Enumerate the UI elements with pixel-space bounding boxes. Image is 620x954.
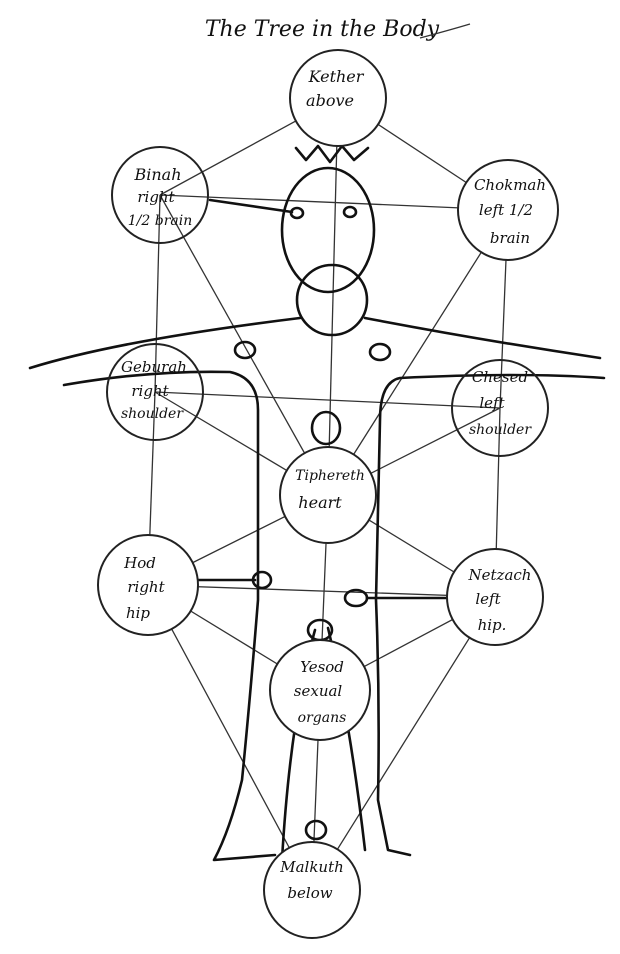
sephira-geburah: Geburah right shoulder bbox=[106, 343, 204, 441]
svg-text:1/2 brain: 1/2 brain bbox=[128, 213, 192, 229]
crown-icon bbox=[294, 144, 370, 164]
human-figure bbox=[28, 144, 606, 862]
svg-text:left 1/2: left 1/2 bbox=[479, 201, 533, 219]
right-arm-upper bbox=[28, 316, 302, 370]
right-side-body bbox=[62, 370, 277, 862]
svg-text:below: below bbox=[287, 884, 332, 902]
svg-text:heart: heart bbox=[298, 493, 342, 512]
title-flourish bbox=[419, 23, 471, 39]
svg-text:right: right bbox=[127, 578, 165, 596]
svg-text:above: above bbox=[306, 91, 354, 110]
svg-text:Netzach: Netzach bbox=[468, 566, 532, 584]
left-eye bbox=[342, 205, 358, 219]
svg-text:Yesod: Yesod bbox=[300, 658, 344, 676]
diagram-title: The Tree in the Body bbox=[205, 17, 440, 42]
sephira-hod: Hod right hip bbox=[97, 534, 199, 636]
sephira-chokmah: Chokmah left 1/2 brain bbox=[457, 159, 559, 261]
sephira-chesed: Chesed left shoulder bbox=[451, 359, 549, 457]
svg-text:shoulder: shoulder bbox=[121, 406, 184, 422]
head bbox=[280, 166, 376, 294]
svg-text:brain: brain bbox=[490, 229, 530, 247]
svg-text:right: right bbox=[137, 188, 175, 206]
sephira-netzach: Netzach left hip. bbox=[446, 548, 544, 646]
sephira-yesod: Yesod sexual organs bbox=[269, 639, 371, 741]
svg-text:left: left bbox=[479, 394, 505, 412]
throat bbox=[295, 263, 369, 337]
heart-mark bbox=[310, 410, 342, 446]
left-arm-upper bbox=[363, 316, 602, 360]
svg-text:sexual: sexual bbox=[294, 682, 343, 700]
svg-text:Malkuth: Malkuth bbox=[279, 858, 344, 876]
sephira-tiphereth: Tiphereth heart bbox=[279, 446, 377, 544]
svg-text:Hod: Hod bbox=[123, 554, 156, 572]
sephira-kether: Kether above bbox=[289, 49, 387, 147]
svg-text:Chokmah: Chokmah bbox=[474, 176, 546, 194]
svg-text:hip: hip bbox=[126, 604, 150, 622]
svg-text:Tiphereth: Tiphereth bbox=[295, 468, 365, 484]
svg-text:left: left bbox=[475, 590, 501, 608]
svg-text:Geburah: Geburah bbox=[121, 358, 187, 376]
sephira-malkuth: Malkuth below bbox=[263, 841, 361, 939]
svg-text:Binah: Binah bbox=[133, 165, 181, 184]
svg-text:hip.: hip. bbox=[478, 616, 507, 634]
svg-text:organs: organs bbox=[298, 710, 347, 726]
svg-text:Kether: Kether bbox=[308, 67, 365, 86]
svg-text:right: right bbox=[131, 382, 169, 400]
sephira-binah: Binah right 1/2 brain bbox=[111, 146, 209, 244]
svg-text:Chesed: Chesed bbox=[472, 368, 528, 386]
left-side-body bbox=[374, 373, 606, 857]
svg-text:shoulder: shoulder bbox=[469, 422, 532, 438]
